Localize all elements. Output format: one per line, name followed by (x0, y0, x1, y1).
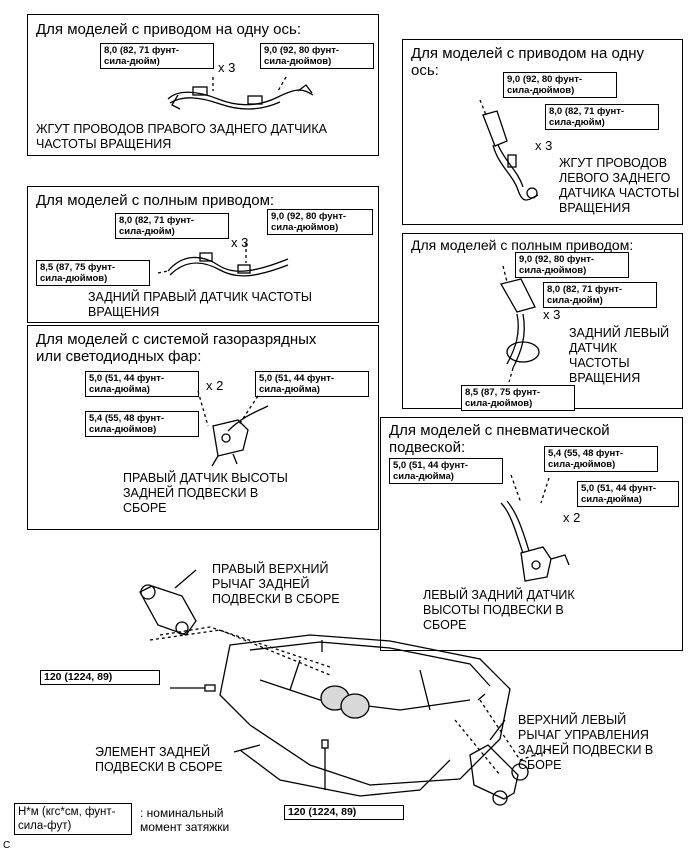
sensor-illustration (157, 243, 289, 277)
component-label: ЗАДНИЙ ЛЕВЫЙ ДАТЧИК ЧАСТОТЫ ВРАЩЕНИЯ (569, 326, 670, 385)
multiplier: x 3 (218, 60, 236, 75)
height-sensor-illustration (500, 474, 570, 582)
torque-spec: 8,0 (82, 71 фунт- сила-дюйм) (115, 213, 229, 239)
panel-title: Для моделей с системой газоразрядных или… (36, 331, 317, 365)
torque-spec: 5,0 (51, 44 фунт- сила-дюйма) (85, 371, 199, 397)
panel-title: Для моделей с полным приводом: (411, 237, 634, 253)
torque-spec: 5,0 (51, 44 фунт- сила-дюйма) (255, 371, 369, 397)
panel-title: Для моделей с приводом на одну ось: (36, 21, 301, 38)
component-label: ЗАДНИЙ ПРАВЫЙ ДАТЧИК ЧАСТОТЫ ВРАЩЕНИЯ (88, 290, 312, 319)
torque-spec: 5,0 (51, 44 фунт- сила-дюйма) (389, 458, 503, 484)
torque-spec-left: 120 (1224, 89) (40, 670, 160, 685)
panel-awd-right-sensor: Для моделей с полным приводом: 8,0 (82, … (27, 186, 379, 323)
harness-illustration (479, 99, 539, 201)
panel-awd-left-sensor: Для моделей с полным приводом: 9,0 (92, … (402, 233, 683, 411)
torque-spec: 8,0 (82, 71 фунт- сила-дюйм) (543, 282, 657, 308)
height-sensor-illustration (197, 390, 269, 467)
harness-illustration (167, 76, 314, 110)
torque-spec: 5,4 (55, 48 фунт- сила-дюймов) (544, 446, 658, 472)
sensor-illustration (500, 265, 540, 383)
multiplier: x 3 (543, 307, 561, 322)
upper-arm-left-label: ВЕРХНИЙ ЛЕВЫЙ РЫЧАГ УПРАВЛЕНИЯ ЗАДНЕЙ ПО… (518, 713, 654, 772)
panel-2wd-right-harness: Для моделей с приводом на одну ось: 8,0 … (27, 14, 379, 156)
panel-2wd-left-harness: Для моделей с приводом на одну ось: 9,0 … (402, 39, 683, 225)
torque-spec: 8,0 (82, 71 фунт- сила-дюйм) (100, 43, 214, 69)
upper-arm-right-label: ПРАВЫЙ ВЕРХНИЙ РЫЧАГ ЗАДНЕЙ ПОДВЕСКИ В С… (212, 562, 340, 606)
component-label: ПРАВЫЙ ДАТЧИК ВЫСОТЫ ЗАДНЕЙ ПОДВЕСКИ В С… (123, 471, 288, 515)
corner-mark: C (3, 840, 11, 851)
legend-text: : номинальный момент затяжки (140, 806, 230, 834)
torque-spec: 5,0 (51, 44 фунт- сила-дюйма) (577, 481, 679, 507)
panel-title: Для моделей с приводом на одну ось: (411, 45, 645, 79)
torque-spec: 9,0 (92, 80 фунт- сила-дюймов) (267, 209, 373, 235)
multiplier: x 3 (535, 138, 553, 153)
multiplier: x 3 (231, 235, 249, 250)
legend-key: Н*м (кгс*см, фунт- сила-фут) (14, 803, 132, 835)
panel-hid-led-right-height-sensor: Для моделей с системой газоразрядных или… (27, 325, 379, 530)
torque-spec: 9,0 (92, 80 фунт- сила-дюймов) (503, 72, 617, 98)
panel-title: Для моделей с пневматической подвеской: (389, 422, 610, 456)
torque-spec: 5,4 (55, 48 фунт- сила-дюймов) (85, 411, 199, 437)
multiplier: x 2 (563, 510, 581, 525)
torque-spec: 9,0 (92, 80 фунт- сила-дюймов) (260, 43, 374, 69)
torque-spec-bottom: 120 (1224, 89) (284, 805, 404, 820)
subframe-member-label: ЭЛЕМЕНТ ЗАДНЕЙ ПОДВЕСКИ В СБОРЕ (95, 745, 223, 774)
component-label: ЖГУТ ПРОВОДОВ ЛЕВОГО ЗАДНЕГО ДАТЧИКА ЧАС… (559, 156, 680, 215)
torque-spec: 8,5 (87, 75 фунт- сила-дюймов) (461, 385, 575, 411)
panel-air-suspension-left-height-sensor: Для моделей с пневматической подвеской: … (380, 417, 683, 651)
component-label: ЛЕВЫЙ ЗАДНИЙ ДАТЧИК ВЫСОТЫ ПОДВЕСКИ В СБ… (423, 588, 575, 632)
suspension-assembly-illustration (139, 569, 551, 806)
torque-spec: 8,5 (87, 75 фунт- сила-дюймов) (36, 260, 150, 286)
component-label: ЖГУТ ПРОВОДОВ ПРАВОГО ЗАДНЕГО ДАТЧИКА ЧА… (36, 122, 328, 151)
torque-spec: 9,0 (92, 80 фунт- сила-дюймов) (515, 252, 629, 278)
torque-spec: 8,0 (82, 71 фунт- сила-дюйм) (545, 104, 659, 130)
multiplier: x 2 (206, 378, 224, 393)
panel-title: Для моделей с полным приводом: (36, 192, 275, 209)
